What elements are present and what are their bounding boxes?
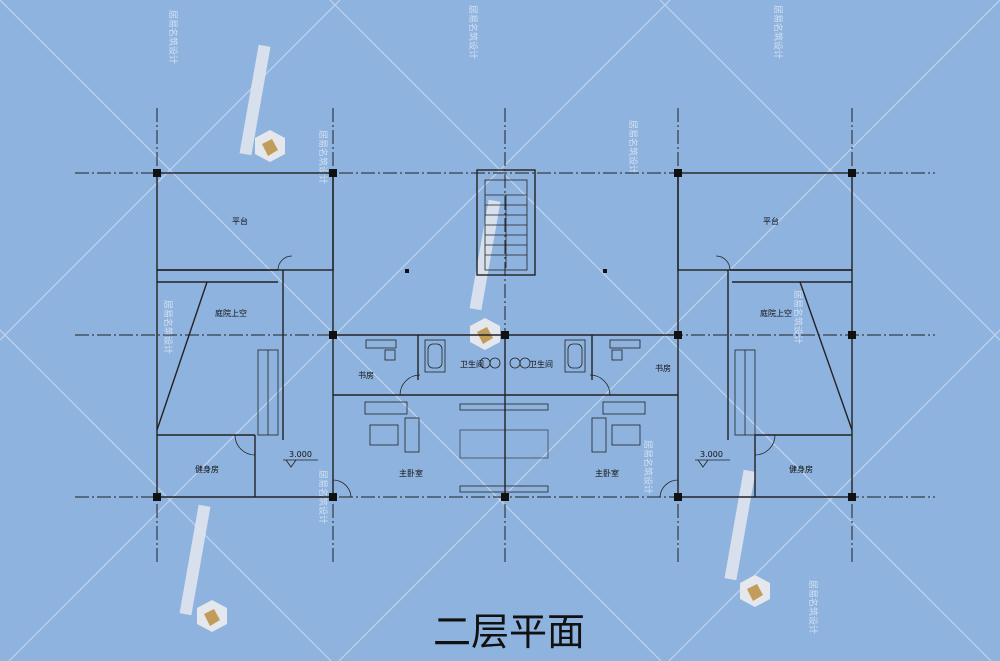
watermark-text: 居易名筑设计 [467,5,479,59]
door-swings [234,255,776,498]
room-label-courtyard-void-right: 庭院上空 [760,308,792,318]
room-label-study-left: 书房 [358,370,374,380]
watermark-text: 居易名筑设计 [792,290,804,344]
walls [156,169,853,498]
room-label-gym-left: 健身房 [195,464,219,474]
watermark-text: 居易名筑设计 [627,120,639,174]
fixtures [364,339,646,493]
room-label-terrace-right: 平台 [763,216,779,226]
room-label-bathroom-right: 卫生间 [529,359,553,369]
room-label-gym-right: 健身房 [789,464,813,474]
watermark-text: 居易名筑设计 [807,580,819,634]
structural-columns [153,169,856,501]
watermark-text: 居易名筑设计 [642,440,654,494]
room-label-bathroom-left: 卫生间 [460,359,484,369]
elevation-label-right: 3.000 [700,450,723,459]
elevation-marks [283,459,730,468]
watermark-text: 居易名筑设计 [162,300,174,354]
watermark-text: 居易名筑设计 [167,10,179,64]
elevation-label-left: 3.000 [289,450,312,459]
room-label-master-bedroom-right: 主卧室 [595,468,619,478]
room-label-terrace-left: 平台 [232,216,248,226]
room-label-study-right: 书房 [655,363,671,373]
watermark-text: 居易名筑设计 [317,130,329,184]
watermark-text: 居易名筑设计 [772,5,784,59]
room-label-master-bedroom-left: 主卧室 [399,468,423,478]
staircase [257,179,756,436]
room-label-courtyard-void-left: 庭院上空 [215,308,247,318]
drawing-title: 二层平面 [433,610,585,654]
